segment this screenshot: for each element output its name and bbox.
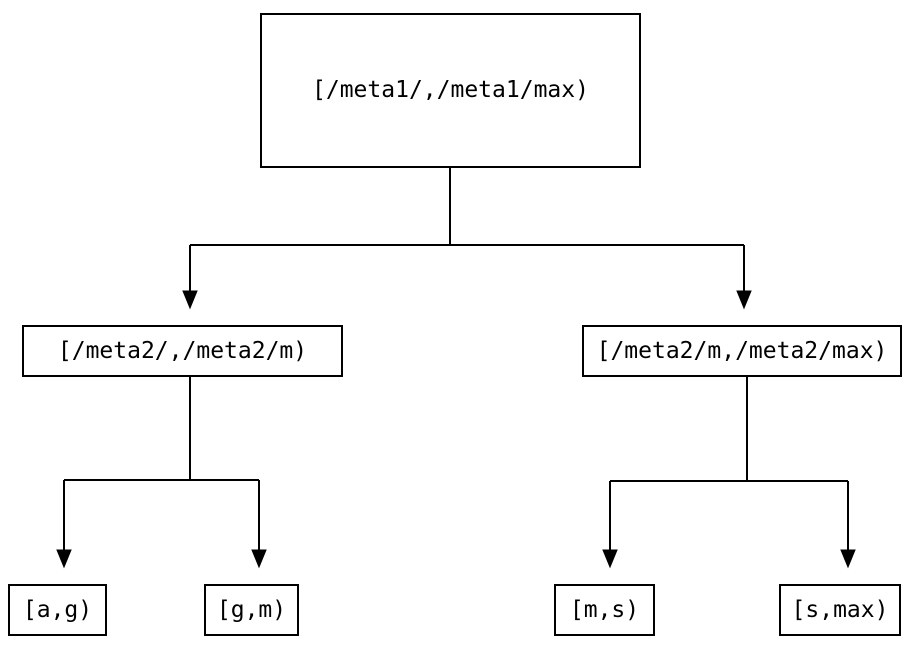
edge-right-to-children (602, 377, 856, 569)
node-leaf-gm: [g,m) (204, 584, 299, 636)
node-label: [/meta2/,/meta2/m) (57, 337, 308, 364)
arrowhead-icon (182, 290, 198, 310)
node-label: [/meta1/,/meta1/max) (312, 77, 589, 103)
node-label: [g,m) (216, 596, 287, 623)
node-label: [/meta2/m,/meta2/max) (596, 337, 888, 364)
arrowhead-icon (736, 290, 752, 310)
arrowhead-icon (56, 549, 72, 569)
arrowhead-icon (251, 549, 267, 569)
node-root-range: [/meta1/,/meta1/max) (260, 13, 641, 168)
node-label: [a,g) (22, 596, 93, 623)
node-leaf-ag: [a,g) (8, 584, 107, 636)
edge-root-to-children (182, 168, 752, 310)
node-label: [m,s) (569, 596, 640, 623)
node-right-range: [/meta2/m,/meta2/max) (582, 325, 902, 377)
node-left-range: [/meta2/,/meta2/m) (22, 325, 343, 377)
node-leaf-smax: [s,max) (779, 584, 901, 636)
arrowhead-icon (840, 549, 856, 569)
edge-left-to-children (56, 377, 267, 569)
node-label: [s,max) (791, 596, 889, 623)
arrowhead-icon (602, 549, 618, 569)
node-leaf-ms: [m,s) (554, 584, 655, 636)
